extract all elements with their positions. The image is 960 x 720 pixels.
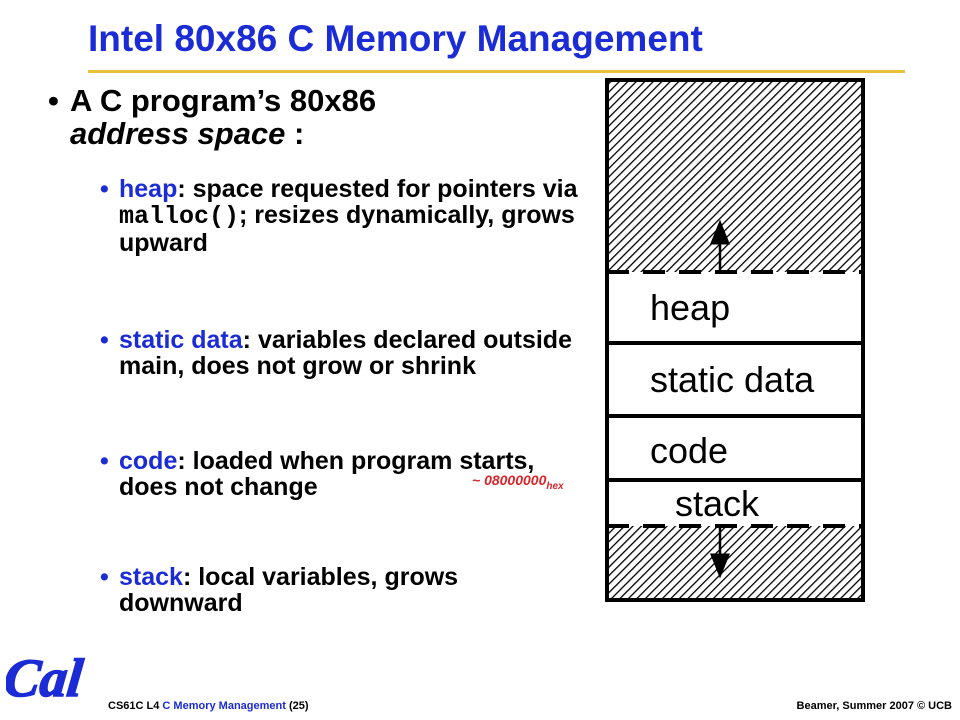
title-underline [88,70,905,73]
memory-layout-diagram: heap static data code stack [605,78,865,602]
unused-region-bottom [607,526,863,600]
slide-title: Intel 80x86 C Memory Management [88,18,703,59]
term-static-data: static data [119,326,243,354]
static-data-label: static data [650,359,815,400]
sub-bullet-heap-text: heap: space requested for pointers via m… [119,176,599,256]
bullet-dot: • [48,83,59,118]
bullet-dot: • [100,447,109,475]
address-space-border [605,78,865,602]
stack-region [607,480,863,526]
main-bullet-part-2: : [285,116,305,151]
cal-logo-text: Cal [6,648,86,706]
code-malloc: malloc() [119,202,240,231]
sub-bullet-static-text: static data: variables declared outside … [119,327,599,379]
term-stack: stack [119,563,183,591]
code-desc: : loaded when program starts, does not c… [119,447,535,501]
heap-label: heap [650,287,730,328]
bullet-dot: • [100,175,109,203]
address-subscript: hex [546,480,564,492]
static-data-region [607,343,863,416]
sub-bullet-code-text: code: loaded when program starts, does n… [119,448,559,500]
address-label: ~ 08000000hex [472,472,564,492]
heap-region [607,272,863,343]
static-desc: : variables declared outside main, does … [119,326,572,380]
sub-bullet-stack-text: stack: local variables, grows downward [119,564,539,616]
heap-desc-1: : space requested for pointers via [177,175,578,203]
main-bullet-italic: address space [70,116,286,151]
heap-desc-2: ; resizes dynamically, grows upward [119,201,575,257]
footer-credit: Beamer, Summer 2007 © UCB [796,700,952,712]
footer-course-info: CS61C L4 C Memory Management (25) [108,700,309,712]
term-code: code [119,447,178,475]
bullet-dot: • [100,563,109,591]
code-region [607,416,863,480]
footer-course: CS61C L4 [108,700,160,712]
cal-logo: Cal [6,647,86,706]
bullet-dot: • [100,326,109,354]
main-bullet-part-1: A C program’s 80x86 [70,83,377,118]
main-bullet-text: A C program’s 80x86 address space : [70,84,590,150]
term-heap: heap [119,175,178,203]
unused-region-top [607,80,863,272]
code-label: code [650,430,728,471]
stack-label: stack [675,483,760,524]
footer-page-number: (25) [288,700,309,712]
footer-topic: C Memory Management [162,700,286,712]
address-value: ~ 08000000 [472,472,547,488]
stack-desc: : local variables, grows downward [119,563,459,617]
